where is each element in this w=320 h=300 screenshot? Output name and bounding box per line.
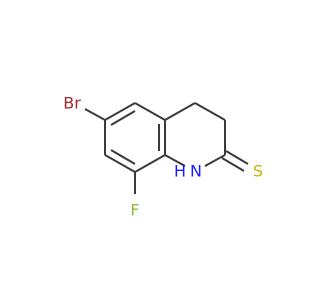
double-bond-c8-c9 — [110, 149, 136, 165]
bond-c7-c4 — [164, 102, 196, 121]
bond-n1-c8a — [164, 154, 186, 167]
bond-c2-s-line2 — [221, 157, 245, 172]
bond-c2-s-line1 — [225, 150, 249, 165]
sulfur-label: S — [253, 162, 263, 181]
nitrogen-label: N — [190, 162, 202, 181]
bond-c2-n1 — [204, 154, 226, 167]
bond-c4-c3 — [194, 102, 226, 121]
nitrogen-hydrogen-label: H — [174, 162, 186, 181]
bond-c8-c9 — [104, 154, 136, 173]
bond-c6-c7 — [134, 102, 166, 121]
molecule-structure: Br F N H S — [63, 94, 263, 220]
bond-c5-br — [84, 108, 106, 121]
double-bond-c5-c6 — [110, 110, 136, 126]
bromine-label: Br — [63, 94, 81, 113]
bond-c8a-c8 — [134, 154, 166, 173]
bond-c5-c6 — [104, 102, 136, 121]
fluorine-label: F — [130, 201, 139, 220]
